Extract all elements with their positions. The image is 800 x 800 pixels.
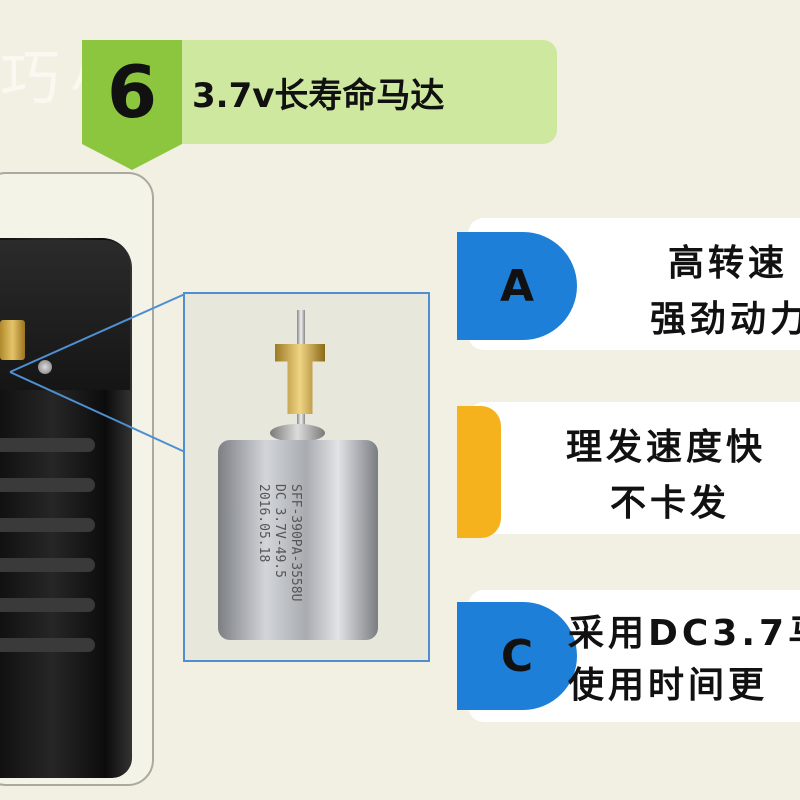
feature-c-line2: 使用时间更: [568, 665, 769, 706]
clipper-brass-gear: [0, 320, 25, 360]
feature-tab-b: [457, 406, 501, 538]
header-title: 3.7v长寿命马达: [192, 75, 445, 116]
feature-card-b: [468, 402, 800, 534]
clipper-grip-stripe: [0, 558, 95, 572]
motor-inset-photo: SFF-390PA-3558U DC 3.7V-49.5 2016.05.18: [183, 292, 430, 662]
feature-a-line1: 高转速: [668, 243, 789, 284]
motor-end-cap: [270, 424, 325, 442]
motor-label-model: SFF-390PA-3558U: [288, 484, 303, 602]
feature-b-line2: 不卡发: [610, 483, 731, 524]
feature-a-line2: 强劲动力: [650, 299, 800, 340]
header-number-badge: [82, 40, 182, 170]
clipper-grip-stripe: [0, 478, 95, 492]
clipper-head: [0, 240, 130, 390]
motor-label-voltage: DC 3.7V-49.5: [272, 484, 287, 578]
clipper-grip-stripe: [0, 638, 95, 652]
header-title-bar: 3.7v长寿命马达: [182, 40, 557, 144]
feature-tab-c: [457, 602, 577, 710]
clipper-grip-stripe: [0, 438, 95, 452]
motor-label: SFF-390PA-3558U DC 3.7V-49.5 2016.05.18: [255, 484, 303, 684]
feature-letter-a: A: [499, 260, 535, 312]
clipper-grip-stripe: [0, 518, 95, 532]
clipper-grip-stripe: [0, 598, 95, 612]
feature-letter-c: C: [500, 630, 534, 682]
motor-brass-pinion: [275, 344, 325, 414]
feature-tab-a: [457, 232, 577, 340]
motor-can: [218, 440, 378, 640]
header-number: 6: [106, 50, 158, 134]
feature-b-line1: 理发速度快: [566, 427, 767, 468]
feature-c-line1: 采用DC3.7马: [568, 613, 800, 654]
clipper-screw: [38, 360, 52, 374]
motor-label-date: 2016.05.18: [256, 484, 271, 563]
